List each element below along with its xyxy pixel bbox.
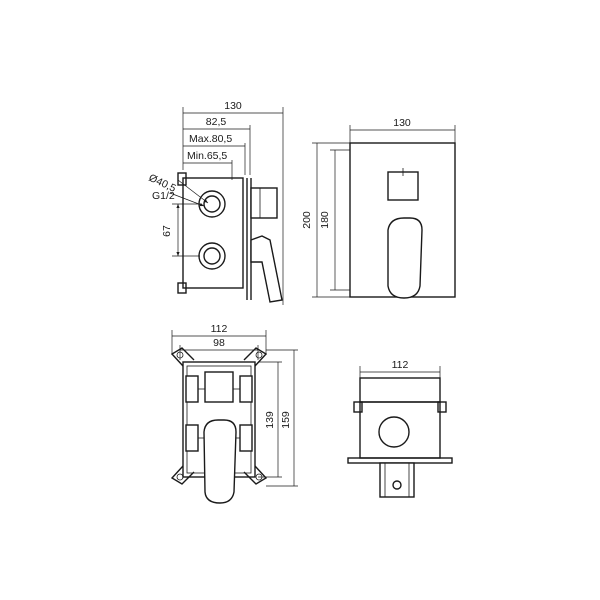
port-upper-inner xyxy=(203,195,221,213)
back-view: 112 98 139 159 xyxy=(170,323,298,504)
diverter-knob xyxy=(250,187,278,219)
bottom-housing xyxy=(359,401,441,459)
label-front-height-outer: 200 xyxy=(301,211,313,229)
label-side-mid-width: 82,5 xyxy=(206,116,227,128)
label-back-outer-width: 112 xyxy=(211,323,228,335)
label-side-total-width: 130 xyxy=(224,100,242,112)
bottom-top-band xyxy=(359,377,441,403)
mount-ear-top-left xyxy=(170,347,195,367)
label-front-width: 130 xyxy=(393,117,411,129)
upper-cartridge xyxy=(204,371,234,403)
bottom-port xyxy=(378,416,410,448)
port-block-lower-left xyxy=(185,424,199,452)
valve-body-outline xyxy=(182,177,244,289)
mount-ear-bottom-left xyxy=(170,465,195,485)
bottom-lug-left xyxy=(353,401,363,413)
bottom-view: 112 xyxy=(347,359,453,498)
mount-lug-bottom xyxy=(177,282,187,294)
port-block-upper-right xyxy=(239,375,253,403)
diverter-button xyxy=(387,171,419,201)
back-lever xyxy=(203,419,237,504)
label-back-outer-height: 159 xyxy=(280,411,292,429)
label-side-max: Max.80,5 xyxy=(189,133,232,145)
port-upper-outer xyxy=(198,190,226,218)
port-block-upper-left xyxy=(185,375,199,403)
label-bottom-width: 112 xyxy=(392,359,409,371)
label-back-inner-height: 139 xyxy=(264,411,276,429)
front-view: 130 200 180 xyxy=(301,117,456,299)
lever-handle xyxy=(250,235,283,303)
label-front-height-inner: 180 xyxy=(319,211,331,229)
mount-lug-top xyxy=(177,172,187,186)
label-side-thread: G1/2 xyxy=(152,190,175,202)
label-side-min: Min.65,5 xyxy=(187,150,227,162)
label-back-inner-width: 98 xyxy=(213,337,225,349)
port-lower-inner xyxy=(203,247,221,265)
bottom-wall-plate xyxy=(347,457,453,464)
port-lower-outer xyxy=(198,242,226,270)
side-view: 130 82,5 Max.80,5 Min.65,5 Ø40,5 G1/2 67 xyxy=(147,100,284,305)
bottom-knob xyxy=(379,462,415,498)
front-lever xyxy=(387,217,423,299)
mount-ear-bottom-right xyxy=(243,465,268,485)
port-block-lower-right xyxy=(239,424,253,452)
bottom-lug-right xyxy=(437,401,447,413)
bottom-knob-screw xyxy=(392,480,402,490)
mount-ear-top-right xyxy=(243,347,268,367)
label-side-port-spacing: 67 xyxy=(161,225,173,237)
